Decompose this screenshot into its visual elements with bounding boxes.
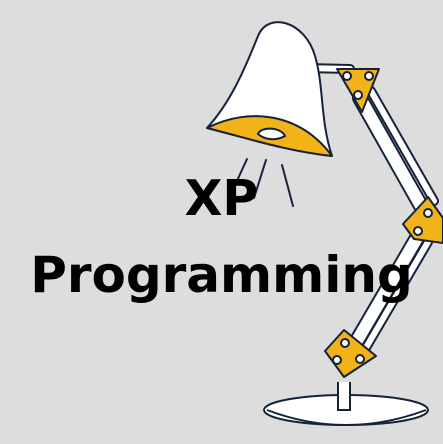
title-line-1: XP (184, 170, 259, 227)
title-line-2: Programming (30, 246, 413, 304)
